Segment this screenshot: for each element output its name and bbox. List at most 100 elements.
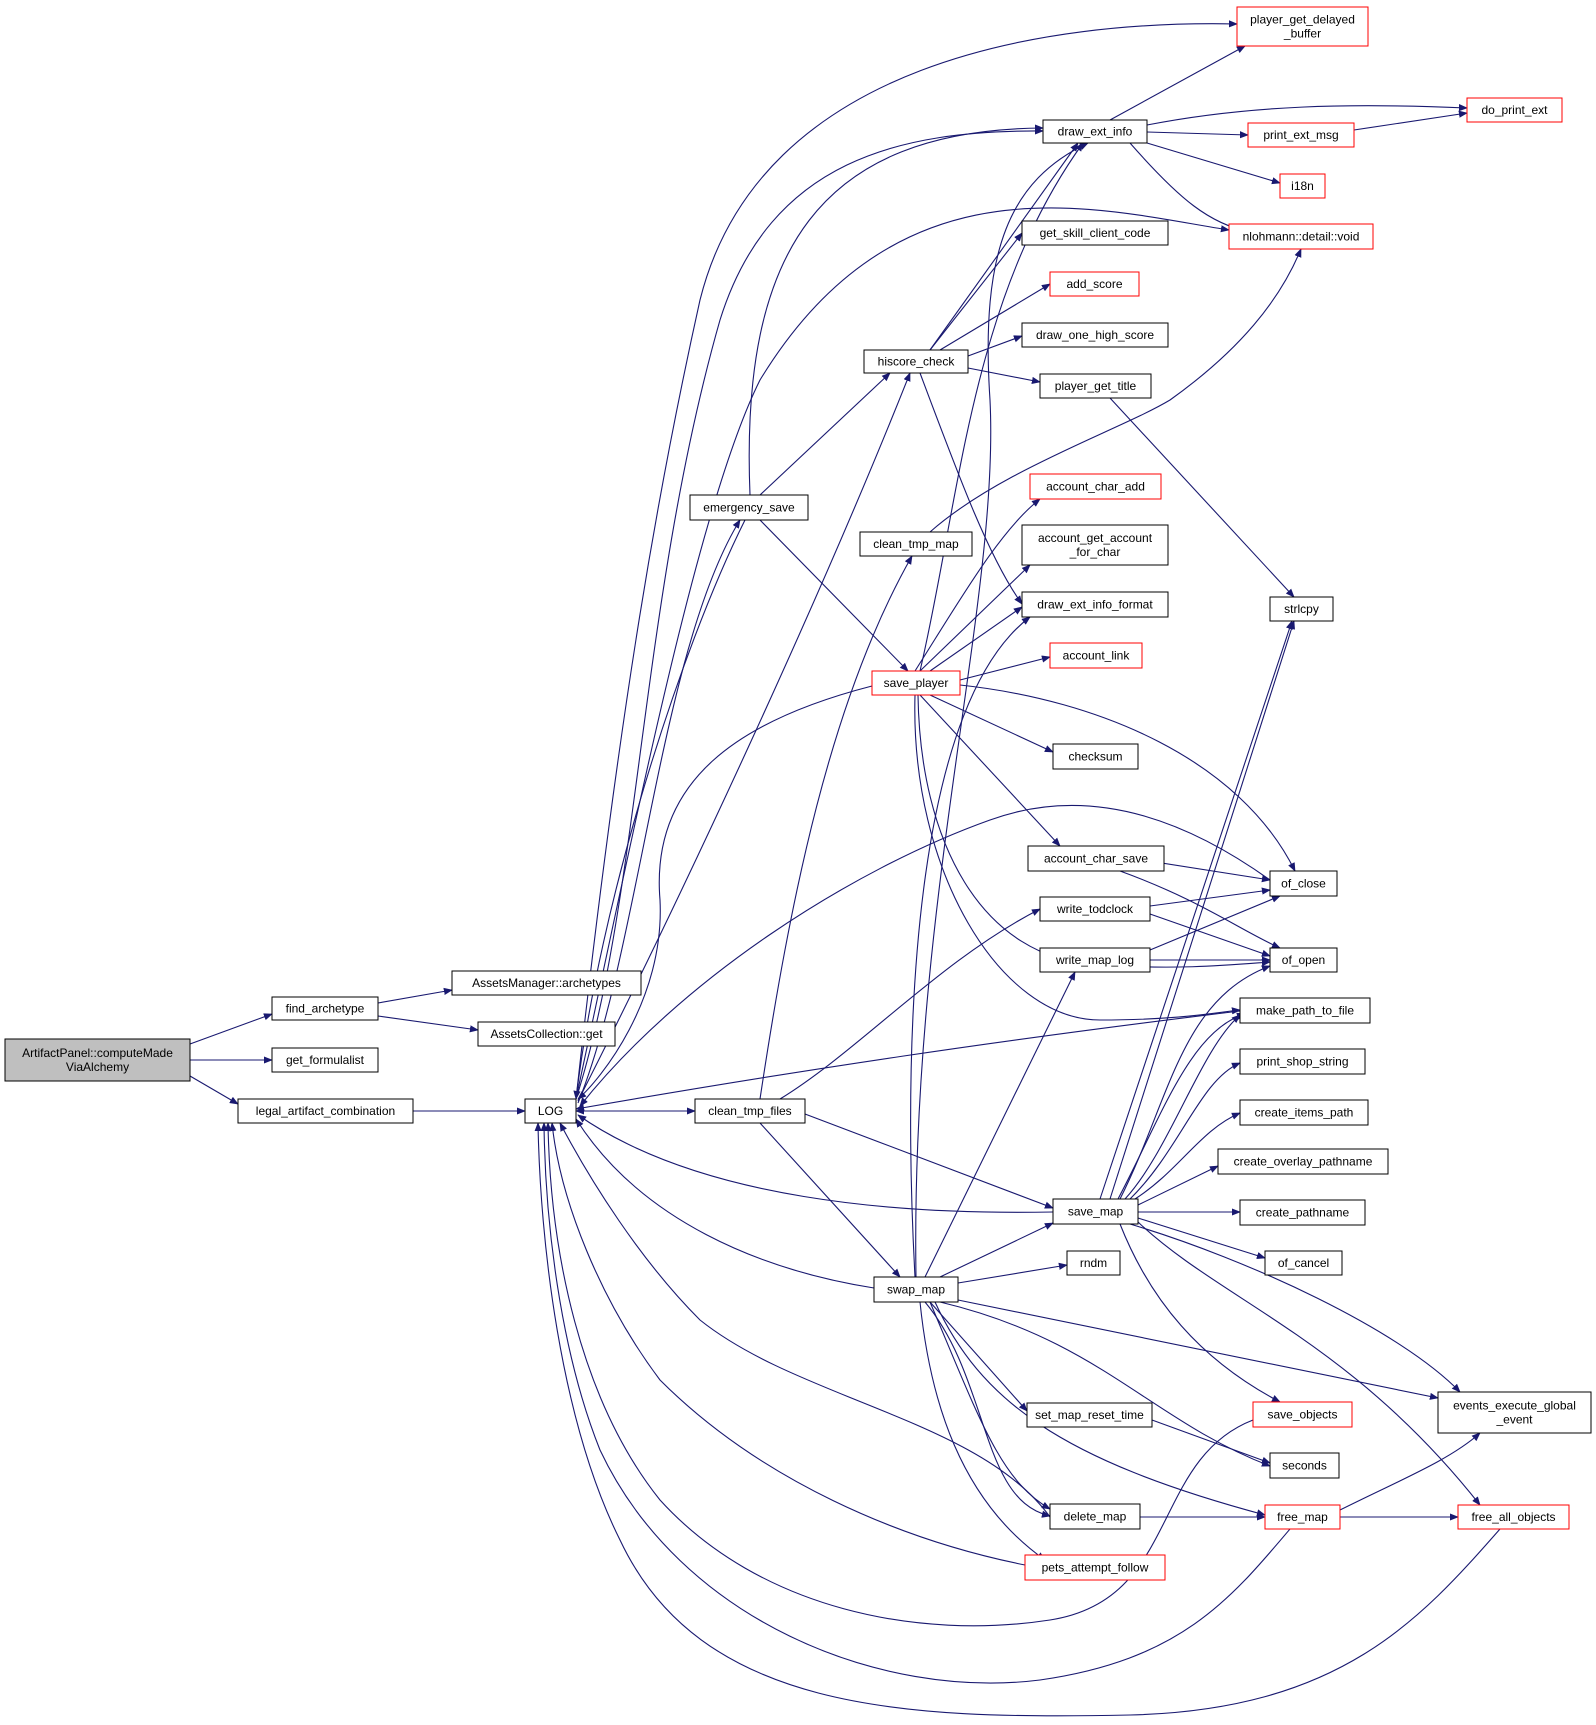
node-legal_artifact_combination[interactable]: legal_artifact_combination bbox=[237, 1098, 414, 1124]
node-box-get_skill_client_code bbox=[1021, 220, 1169, 246]
node-swap_map[interactable]: swap_map bbox=[873, 1276, 959, 1303]
node-draw_ext_info[interactable]: draw_ext_info bbox=[1042, 119, 1148, 144]
edge-write_map_log-to-of_close bbox=[1149, 895, 1281, 951]
node-player_get_title[interactable]: player_get_title bbox=[1039, 373, 1152, 399]
node-rndm[interactable]: rndm bbox=[1066, 1250, 1121, 1276]
node-add_score[interactable]: add_score bbox=[1049, 271, 1140, 297]
node-i18n[interactable]: i18n bbox=[1279, 173, 1326, 199]
node-label-events_execute_global_event-line-1: events_execute_global bbox=[1453, 1399, 1576, 1413]
edge-LOG-to-emergency_save bbox=[577, 519, 741, 1104]
node-account_char_add[interactable]: account_char_add bbox=[1029, 473, 1162, 500]
node-box-hiscore_check bbox=[863, 349, 969, 374]
node-write_map_log[interactable]: write_map_log bbox=[1039, 947, 1151, 973]
node-account_link[interactable]: account_link bbox=[1049, 642, 1143, 669]
node-box-assets_archetypes bbox=[451, 970, 642, 996]
node-free_all_objects[interactable]: free_all_objects bbox=[1457, 1504, 1570, 1530]
node-save_objects[interactable]: save_objects bbox=[1252, 1401, 1353, 1428]
edge-save_player-to-LOG bbox=[577, 685, 873, 1100]
edge-LOG-to-draw_ext_info bbox=[575, 127, 1044, 1100]
node-create_items_path[interactable]: create_items_path bbox=[1239, 1099, 1369, 1126]
node-get_skill_client_code[interactable]: get_skill_client_code bbox=[1021, 220, 1169, 246]
edge-save_map-to-print_shop_string bbox=[1129, 1062, 1241, 1200]
node-account_get_account_for_char[interactable]: account_get_account_for_char bbox=[1021, 524, 1169, 566]
node-nlohmann_void[interactable]: nlohmann::detail::void bbox=[1228, 223, 1374, 250]
node-make_path_to_file[interactable]: make_path_to_file bbox=[1239, 997, 1371, 1024]
node-seconds[interactable]: seconds bbox=[1269, 1452, 1340, 1479]
node-box-create_pathname bbox=[1239, 1199, 1366, 1226]
edge-save_map-to-make_path_to_file bbox=[1117, 1012, 1246, 1200]
node-LOG[interactable]: LOG bbox=[524, 1098, 577, 1124]
node-assets_get[interactable]: AssetsCollection::get bbox=[477, 1021, 616, 1047]
edge-player_get_title-to-strlcpy bbox=[1109, 397, 1295, 598]
node-find_archetype[interactable]: find_archetype bbox=[271, 996, 379, 1021]
node-create_overlay_pathname[interactable]: create_overlay_pathname bbox=[1217, 1148, 1389, 1175]
edge-swap_map-to-seconds bbox=[939, 1301, 1271, 1467]
node-clean_tmp_map[interactable]: clean_tmp_map bbox=[859, 531, 973, 557]
edges-layer bbox=[189, 20, 1501, 1717]
edge-save_player-to-make_path_to_file bbox=[914, 694, 1241, 1021]
node-label-make_path_to_file: make_path_to_file bbox=[1256, 1004, 1354, 1018]
node-label-legal_artifact_combination: legal_artifact_combination bbox=[256, 1104, 395, 1118]
node-box-draw_ext_info bbox=[1042, 119, 1148, 144]
node-checksum[interactable]: checksum bbox=[1052, 743, 1139, 770]
node-player_get_delayed_buffer[interactable]: player_get_delayed_buffer bbox=[1236, 6, 1369, 47]
node-box-get_formulalist bbox=[271, 1047, 379, 1073]
node-box-player_get_title bbox=[1039, 373, 1152, 399]
node-assets_archetypes[interactable]: AssetsManager::archetypes bbox=[451, 970, 642, 996]
edge-print_ext_msg-to-do_print_ext bbox=[1353, 110, 1468, 131]
node-label-free_all_objects: free_all_objects bbox=[1471, 1510, 1555, 1524]
edge-swap_map-to-delete_map bbox=[929, 1301, 1051, 1510]
node-label-events_execute_global_event-line-2: _event bbox=[1495, 1413, 1533, 1427]
node-label-save_objects: save_objects bbox=[1267, 1408, 1337, 1422]
node-emergency_save[interactable]: emergency_save bbox=[689, 494, 809, 521]
node-label-free_map: free_map bbox=[1277, 1510, 1328, 1524]
node-save_player[interactable]: save_player bbox=[871, 670, 961, 696]
node-box-free_all_objects bbox=[1457, 1504, 1570, 1530]
node-of_cancel[interactable]: of_cancel bbox=[1264, 1250, 1343, 1276]
node-account_char_save[interactable]: account_char_save bbox=[1027, 845, 1165, 872]
node-draw_one_high_score[interactable]: draw_one_high_score bbox=[1021, 322, 1169, 348]
node-label-account_char_save: account_char_save bbox=[1044, 852, 1148, 866]
node-free_map[interactable]: free_map bbox=[1264, 1504, 1341, 1530]
edge-LOG-to-hiscore_check bbox=[577, 372, 911, 1102]
node-print_ext_msg[interactable]: print_ext_msg bbox=[1247, 122, 1355, 148]
node-write_todclock[interactable]: write_todclock bbox=[1039, 896, 1151, 922]
edge-save_player-to-account_char_save bbox=[919, 694, 1061, 847]
node-draw_ext_info_format[interactable]: draw_ext_info_format bbox=[1021, 591, 1169, 618]
node-box-i18n bbox=[1279, 173, 1326, 199]
node-label-player_get_delayed_buffer-line-2: _buffer bbox=[1283, 27, 1321, 41]
node-delete_map[interactable]: delete_map bbox=[1049, 1503, 1141, 1530]
node-do_print_ext[interactable]: do_print_ext bbox=[1466, 97, 1563, 123]
edge-hiscore_check-to-add_score bbox=[939, 283, 1051, 351]
node-box-print_ext_msg bbox=[1247, 122, 1355, 148]
node-label-print_ext_msg: print_ext_msg bbox=[1263, 128, 1338, 142]
node-clean_tmp_files[interactable]: clean_tmp_files bbox=[694, 1098, 806, 1124]
edge-free_all_objects-to-LOG bbox=[534, 1122, 1501, 1717]
node-of_close[interactable]: of_close bbox=[1269, 870, 1338, 897]
edge-hiscore_check-to-draw_one_high_score bbox=[967, 335, 1023, 357]
node-box-clean_tmp_files bbox=[694, 1098, 806, 1124]
node-label-save_player: save_player bbox=[884, 676, 949, 690]
node-print_shop_string[interactable]: print_shop_string bbox=[1239, 1048, 1366, 1075]
node-set_map_reset_time[interactable]: set_map_reset_time bbox=[1026, 1402, 1153, 1428]
node-of_open[interactable]: of_open bbox=[1269, 947, 1338, 973]
node-label-write_todclock: write_todclock bbox=[1056, 902, 1134, 916]
edge-make_path_to_file-to-LOG bbox=[575, 1010, 1241, 1112]
node-box-free_map bbox=[1264, 1504, 1341, 1530]
node-pets_attempt_follow[interactable]: pets_attempt_follow bbox=[1024, 1554, 1166, 1581]
node-label-player_get_title: player_get_title bbox=[1055, 379, 1137, 393]
node-save_map[interactable]: save_map bbox=[1052, 1198, 1139, 1225]
edge-hiscore_check-to-draw_ext_info_format bbox=[919, 372, 1023, 605]
node-create_pathname[interactable]: create_pathname bbox=[1239, 1199, 1366, 1226]
node-hiscore_check[interactable]: hiscore_check bbox=[863, 349, 969, 374]
node-label-draw_ext_info: draw_ext_info bbox=[1058, 125, 1133, 139]
edge-swap_map-to-LOG bbox=[575, 1118, 875, 1289]
edge-save_map-to-create_overlay_pathname bbox=[1137, 1165, 1219, 1206]
node-events_execute_global_event[interactable]: events_execute_global_event bbox=[1437, 1391, 1592, 1434]
edge-save_map-to-make_path_to_file bbox=[1124, 1014, 1241, 1200]
node-get_formulalist[interactable]: get_formulalist bbox=[271, 1047, 379, 1073]
edge-emergency_save-to-save_player bbox=[759, 519, 909, 672]
edge-clean_tmp_files-to-swap_map bbox=[759, 1122, 901, 1278]
node-strlcpy[interactable]: strlcpy bbox=[1269, 596, 1334, 622]
